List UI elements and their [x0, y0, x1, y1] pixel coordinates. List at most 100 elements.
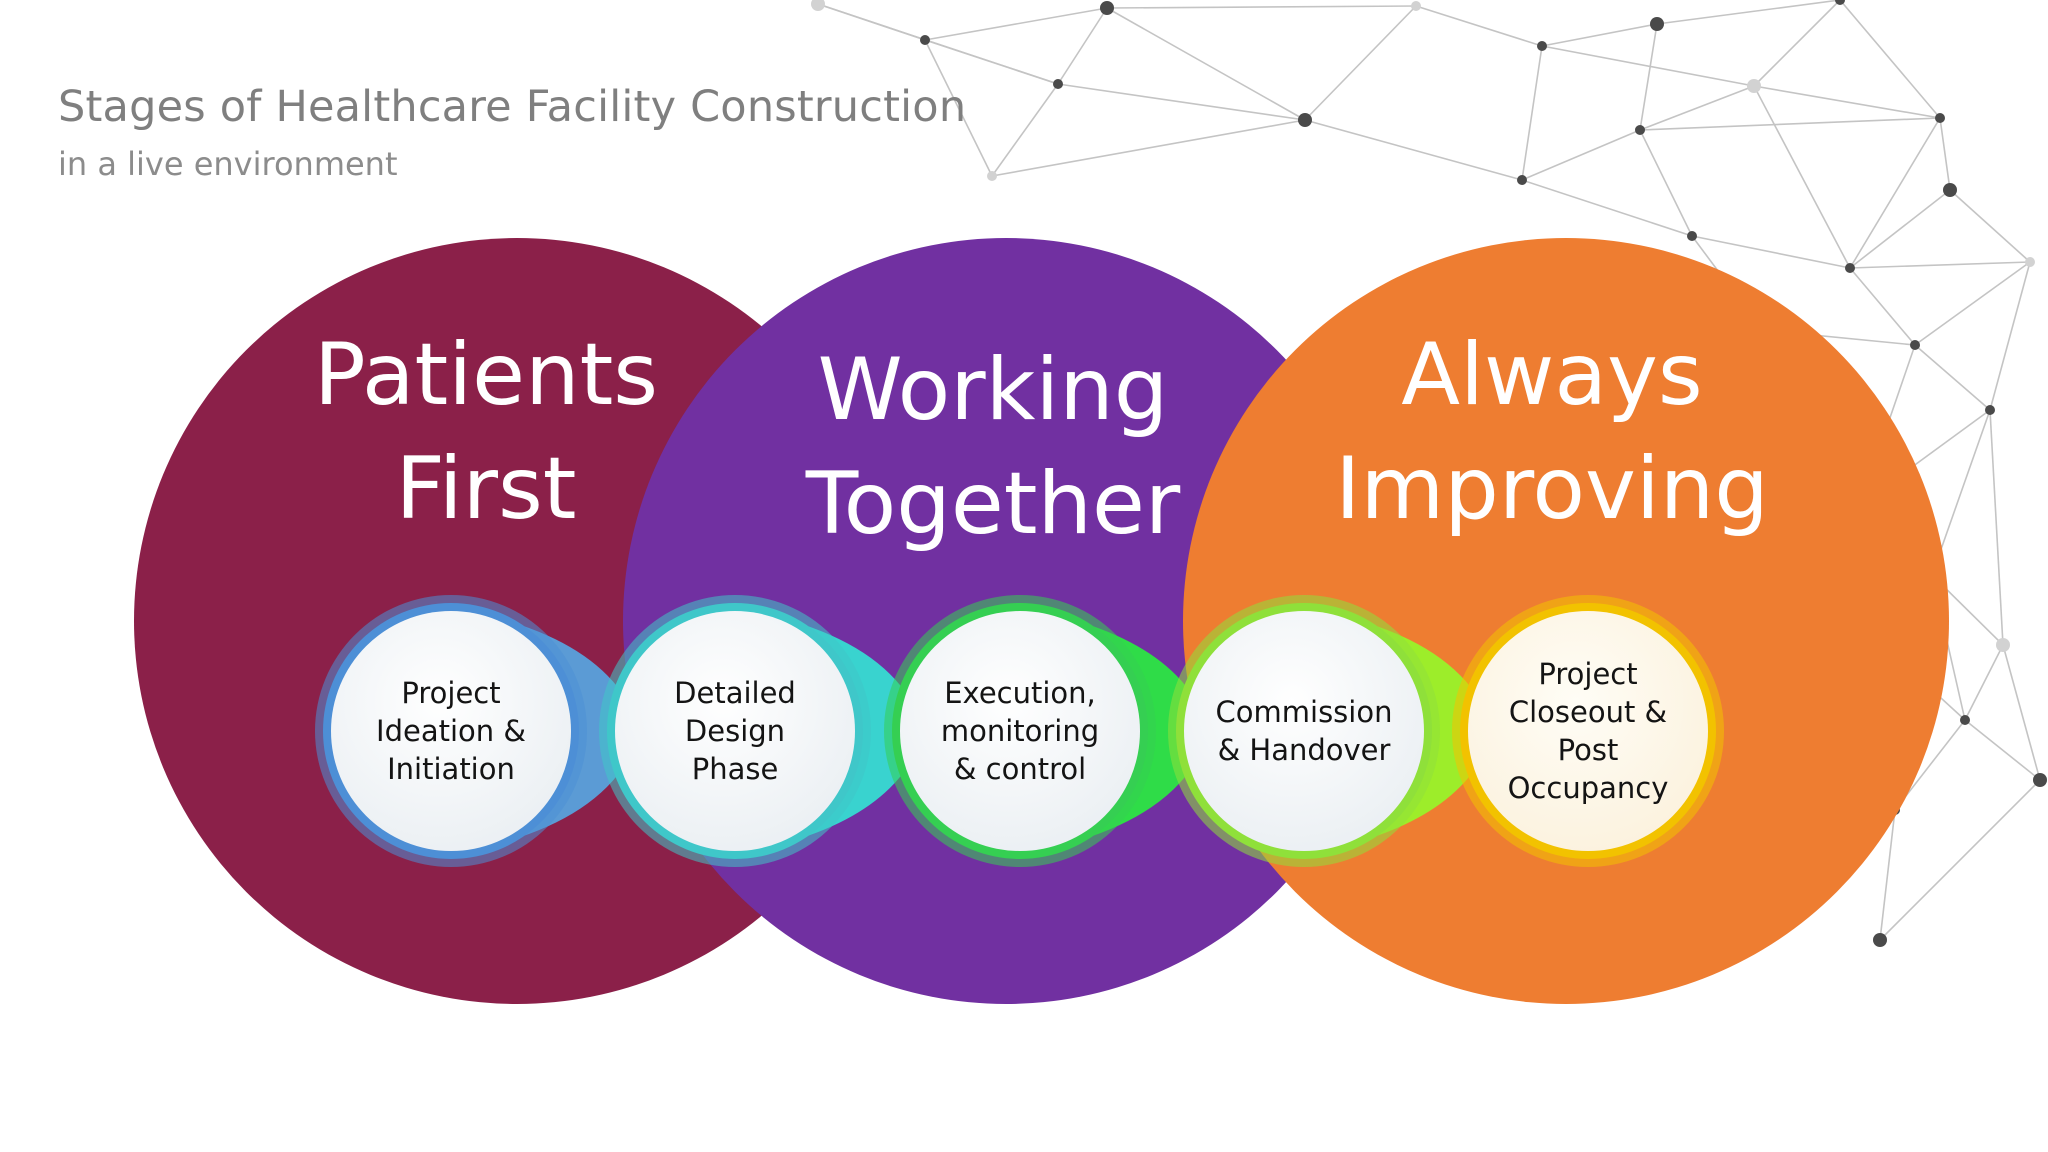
network-node: [920, 35, 930, 45]
stage-label-line: Project: [401, 676, 501, 710]
network-line: [1541, 45, 1755, 87]
network-line: [1639, 129, 1693, 237]
network-node: [1537, 41, 1547, 51]
network-line: [1521, 179, 1693, 237]
network-line: [1914, 261, 2031, 346]
stage-label-line: Post: [1557, 733, 1619, 767]
network-line: [991, 83, 1059, 177]
stage-bubble: [900, 611, 1140, 851]
network-line: [1541, 23, 1658, 47]
stage-label-line: Occupancy: [1507, 771, 1669, 805]
network-line: [1879, 779, 2041, 941]
network-line: [1989, 409, 2004, 646]
stage-label-project-ideation: Project Ideation & Initiation: [356, 674, 546, 788]
network-line: [1879, 809, 1896, 941]
network-line: [1914, 344, 1991, 411]
network-node: [1835, 0, 1845, 5]
network-node: [987, 171, 997, 181]
network-node: [1517, 175, 1527, 185]
network-node: [1635, 125, 1645, 135]
stage-label-line: Project: [1538, 657, 1638, 691]
network-node: [2025, 257, 2035, 267]
network-line: [1656, 0, 1841, 25]
network-line: [1057, 7, 1108, 85]
network-node: [1935, 113, 1945, 123]
network-line: [1304, 5, 1417, 121]
stage-bubble: [1184, 611, 1424, 851]
network-line: [1964, 644, 2004, 721]
network-line: [1939, 117, 1951, 191]
network-node: [1298, 113, 1312, 127]
stage-bubble: [1468, 611, 1708, 851]
stage-bubble: [331, 611, 571, 851]
network-node: [1943, 183, 1957, 197]
network-line: [1849, 261, 2031, 269]
network-node: [811, 0, 825, 11]
network-node: [1747, 79, 1761, 93]
network-node: [1053, 79, 1063, 89]
network-node: [1100, 1, 1114, 15]
value-label-line: Patients: [313, 325, 659, 425]
stage-label-line: Initiation: [387, 752, 515, 786]
network-line: [1753, 85, 1941, 119]
network-line: [1989, 261, 2031, 411]
network-line: [1057, 83, 1306, 121]
page-title: Stages of Healthcare Facility Constructi…: [58, 82, 967, 132]
stage-label-line: Detailed: [674, 676, 796, 710]
stage-shapes-group: [315, 595, 1724, 867]
network-line: [1521, 129, 1641, 181]
stage-label-line: Closeout &: [1508, 695, 1668, 729]
network-node: [2033, 773, 2047, 787]
network-line: [924, 39, 993, 177]
network-node: [1960, 715, 1970, 725]
stage-label-project-closeout: Project Closeout & Post Occupancy: [1493, 655, 1683, 807]
network-line: [924, 7, 1108, 41]
network-line: [1415, 5, 1543, 47]
network-line: [1849, 117, 1941, 269]
page-subtitle: in a live environment: [58, 145, 398, 183]
network-line: [1753, 0, 1841, 87]
value-label-working-together: Working Together: [733, 333, 1253, 561]
stage-label-line: & control: [953, 752, 1087, 786]
network-node: [1845, 263, 1855, 273]
network-line: [1964, 719, 2041, 781]
network-node: [1996, 638, 2010, 652]
stage-label-line: Commission: [1215, 695, 1393, 729]
value-label-line: Improving: [1335, 439, 1769, 539]
stage-label-detailed-design: Detailed Design Phase: [640, 674, 830, 788]
stage-label-line: monitoring: [940, 714, 1100, 748]
network-line: [1521, 45, 1543, 181]
network-line: [1106, 7, 1306, 121]
stage-label-line: Design: [684, 714, 786, 748]
stage-label-line: Phase: [691, 752, 779, 786]
value-label-patients-first: Patients First: [226, 318, 746, 546]
network-line: [2002, 644, 2041, 781]
network-line: [1949, 189, 2031, 263]
network-line: [1304, 119, 1523, 181]
value-label-line: First: [395, 439, 577, 539]
value-label-line: Working: [817, 340, 1169, 440]
network-node: [1910, 340, 1920, 350]
network-line: [1753, 85, 1851, 269]
stage-bubble: [615, 611, 855, 851]
network-line: [1849, 267, 1916, 346]
stage-label-line: & Handover: [1217, 733, 1391, 767]
network-node: [1687, 231, 1697, 241]
network-line: [817, 3, 1059, 85]
network-line: [1839, 0, 1941, 119]
network-node: [1411, 1, 1421, 11]
network-line: [1849, 189, 1951, 269]
network-node: [1650, 17, 1664, 31]
network-node: [1985, 405, 1995, 415]
network-line: [1639, 23, 1658, 131]
network-line: [1106, 5, 1417, 9]
stage-label-commission-handover: Commission & Handover: [1209, 693, 1399, 769]
network-line: [1691, 235, 1851, 269]
stage-label-execution: Execution, monitoring & control: [925, 674, 1115, 788]
network-line: [991, 119, 1306, 177]
stage-label-line: Ideation &: [376, 714, 526, 748]
network-line: [1639, 85, 1755, 131]
value-label-line: Always: [1401, 325, 1703, 425]
network-node: [1873, 933, 1887, 947]
